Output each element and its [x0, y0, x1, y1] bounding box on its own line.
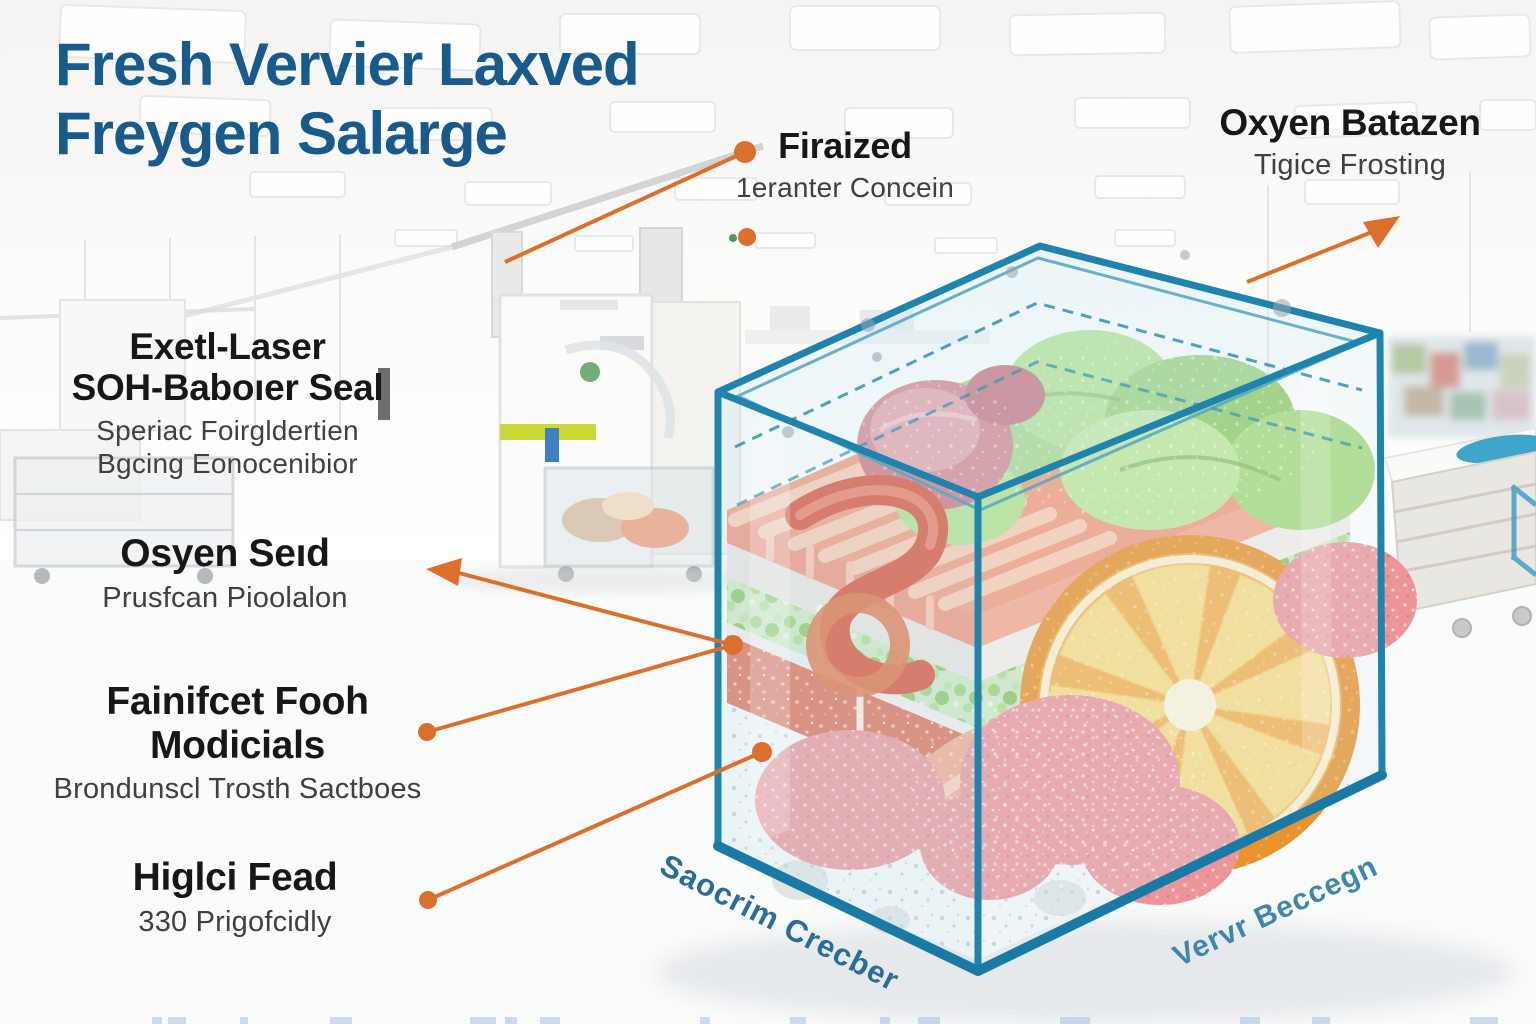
garnish-group — [755, 330, 1417, 905]
leader-oxyen-arrow — [1246, 216, 1400, 284]
page-title-line1: Fresh Vervier Laxved — [55, 31, 640, 98]
blue-cart-frame — [1510, 484, 1536, 577]
glass-box — [713, 242, 1387, 976]
annotation-heading: Osyen Seıd — [120, 532, 330, 575]
annotation-heading-line1: Exetl-Laser — [129, 326, 326, 367]
ceiling-beam — [450, 142, 765, 251]
package-diagram — [713, 242, 1417, 976]
left-lab-equipment — [0, 299, 390, 584]
annotation-osyen-seid: Osyen Seıd Prusfcan Pioolalon — [55, 532, 395, 615]
annotation-heading-line2: SOH-Baboıer Seal — [71, 367, 384, 409]
annotation-subheading: 330 Prigofcidly — [138, 905, 332, 938]
frozen-berry-garnish — [755, 542, 1417, 905]
glass-right-face — [978, 333, 1382, 971]
dashed-level-lines — [734, 301, 1363, 507]
annotation-subheading: Prusfcan Pioolalon — [102, 581, 348, 614]
page-title-line2: Freygen Salarge — [55, 100, 508, 167]
annotation-firaized: Firaized 1eranter Concein — [700, 125, 990, 204]
annotation-heading: Oxyen Batazen — [1219, 102, 1481, 143]
annotation-subheading: Brondunscl Trosth Sactboes — [53, 773, 422, 806]
window-cityscape — [1388, 336, 1536, 438]
annotation-heading-line1: Fainifcet Fooh — [106, 680, 369, 723]
leader-higlci — [419, 742, 772, 909]
leader-osyen-arrow — [426, 558, 734, 647]
page-title: Fresh Vervier Laxved Freygen Salarge — [55, 30, 775, 168]
package-shadow — [655, 920, 1515, 1024]
annotation-oxyen-batazen: Oxyen Batazen Tigice Frosting — [1160, 102, 1536, 183]
annotation-subheading-line2: Bgcing Eonocenibior — [97, 447, 358, 479]
annotation-higlci-fead: Higlci Fead 330 Prigofcidly — [65, 856, 405, 939]
leader-fainifcet — [418, 635, 743, 741]
glass-left-face — [718, 392, 978, 971]
right-lab-equipment — [1383, 336, 1536, 638]
annotation-heading-line2: Modicials — [149, 723, 325, 767]
glass-bubbles — [782, 250, 1291, 438]
leader-firaized — [504, 141, 756, 264]
leader-lines — [418, 141, 1400, 909]
annotation-subheading: 1eranter Concein — [736, 172, 954, 204]
annotation-subheading: Tigice Frosting — [1253, 149, 1447, 182]
pepper-curl-garnish — [785, 475, 948, 697]
annotation-exetl-laser: Exetl-Laser SOH-Baboıer Seal Speriac Foi… — [15, 326, 440, 480]
annotation-heading: Higlci Fead — [132, 856, 338, 899]
packaging-machine — [440, 227, 990, 594]
annotation-fainifcet-fooh: Fainifcet Fooh Modicials Brondunscl Tros… — [30, 680, 445, 807]
bottom-edge-artifact — [152, 1017, 1498, 1024]
ceiling-light-panels — [58, 0, 1536, 254]
leader-dot-secondary — [729, 228, 756, 246]
annotation-subheading-line1: Speriac Foirgldertien — [96, 414, 359, 446]
annotation-heading: Firaized — [778, 125, 912, 166]
